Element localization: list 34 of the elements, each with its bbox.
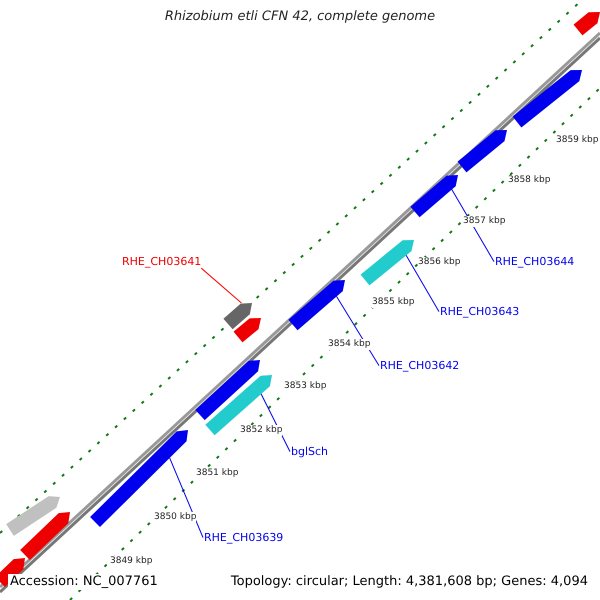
scale-label: 3851 kbp xyxy=(196,468,238,479)
gene-block xyxy=(574,12,600,36)
gene-label: RHE_CH03639 xyxy=(204,531,284,544)
gene-block xyxy=(512,70,582,128)
gene-label: bglSch xyxy=(291,445,328,458)
gene-block xyxy=(410,175,458,218)
scale-label: 3858 kbp xyxy=(508,175,550,186)
scale-label: 3856 kbp xyxy=(418,257,460,268)
leader-line xyxy=(406,254,440,312)
scale-label: 3852 kbp xyxy=(240,425,282,436)
scale-label: 3853 kbp xyxy=(284,381,326,392)
gene-block xyxy=(6,496,60,536)
leader-line xyxy=(169,457,204,538)
gene-label: RHE_CH03642 xyxy=(380,359,460,372)
gene-block xyxy=(223,303,252,330)
gene-label: RHE_CH03643 xyxy=(440,305,520,318)
gene-block xyxy=(360,240,414,286)
title: Rhizobium etli CFN 42, complete genome xyxy=(164,9,436,25)
leader-line xyxy=(200,268,242,304)
genome-summary-text: Topology: circular; Length: 4,381,608 bp; Genes: 4,094 xyxy=(228,574,590,590)
gene-label: RHE_CH03644 xyxy=(495,255,574,268)
scale-label: 3857 kbp xyxy=(463,216,506,227)
scale-label: 3855 kbp xyxy=(372,297,414,308)
gene-block xyxy=(195,360,260,420)
gene-block xyxy=(288,280,345,330)
gene-label: RHE_CH03641 xyxy=(122,255,202,268)
scale-label: 3850 kbp xyxy=(154,512,196,523)
gene-block xyxy=(234,318,261,342)
scale-label: 3859 kbp xyxy=(556,135,598,146)
gene-block xyxy=(20,512,70,560)
gene-block xyxy=(458,130,507,172)
scale-label: 3854 kbp xyxy=(328,339,370,350)
scale-label: 3849 kbp xyxy=(110,556,152,567)
accession-text: Accession: NC_007761 xyxy=(8,574,160,590)
